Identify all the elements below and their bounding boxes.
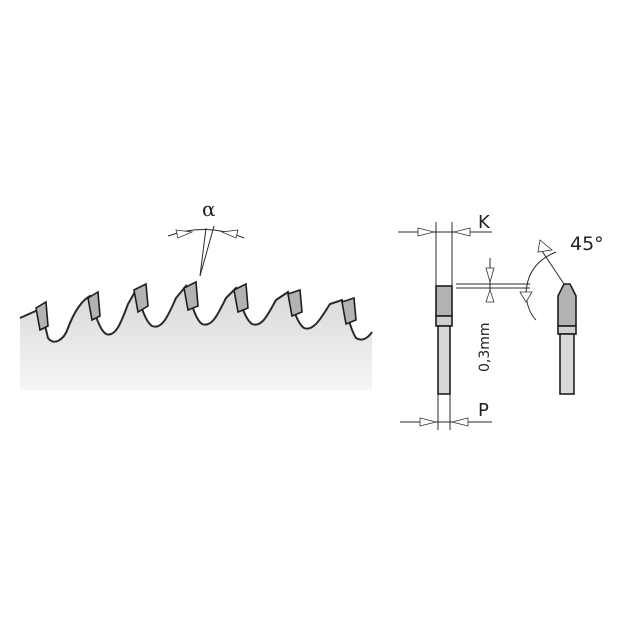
tooth-front-view: K P 0,3mm: [398, 212, 530, 430]
tooth-neck: [435, 315, 453, 327]
blade-plate-front: [437, 325, 451, 395]
bevel-angle-label: 45°: [570, 233, 604, 255]
saw-blade-side-view: α: [19, 197, 373, 390]
carbide-tip: [87, 290, 101, 322]
carbide-tip: [35, 300, 49, 332]
carbide-tip: [287, 288, 303, 318]
bevel-tooth-tip: [557, 283, 577, 327]
bevel-tooth-neck: [557, 325, 577, 335]
carbide-tips: [35, 280, 357, 332]
carbide-tip: [133, 282, 149, 314]
plate-label: P: [478, 400, 489, 421]
blade-body: [20, 286, 372, 390]
rake-angle-label: α: [202, 197, 216, 221]
blade-tooth-outline: [19, 283, 373, 343]
kerf-label: K: [478, 212, 491, 233]
tooth-bevel-view: 45°: [519, 233, 604, 395]
rake-angle-indicator: α: [167, 197, 245, 277]
carbide-tip-front: [435, 285, 453, 317]
carbide-tip: [183, 280, 199, 312]
chamfer-label: 0,3mm: [477, 322, 493, 372]
carbide-tip: [341, 296, 357, 326]
bevel-blade-plate: [559, 333, 575, 395]
carbide-tip: [233, 282, 249, 314]
